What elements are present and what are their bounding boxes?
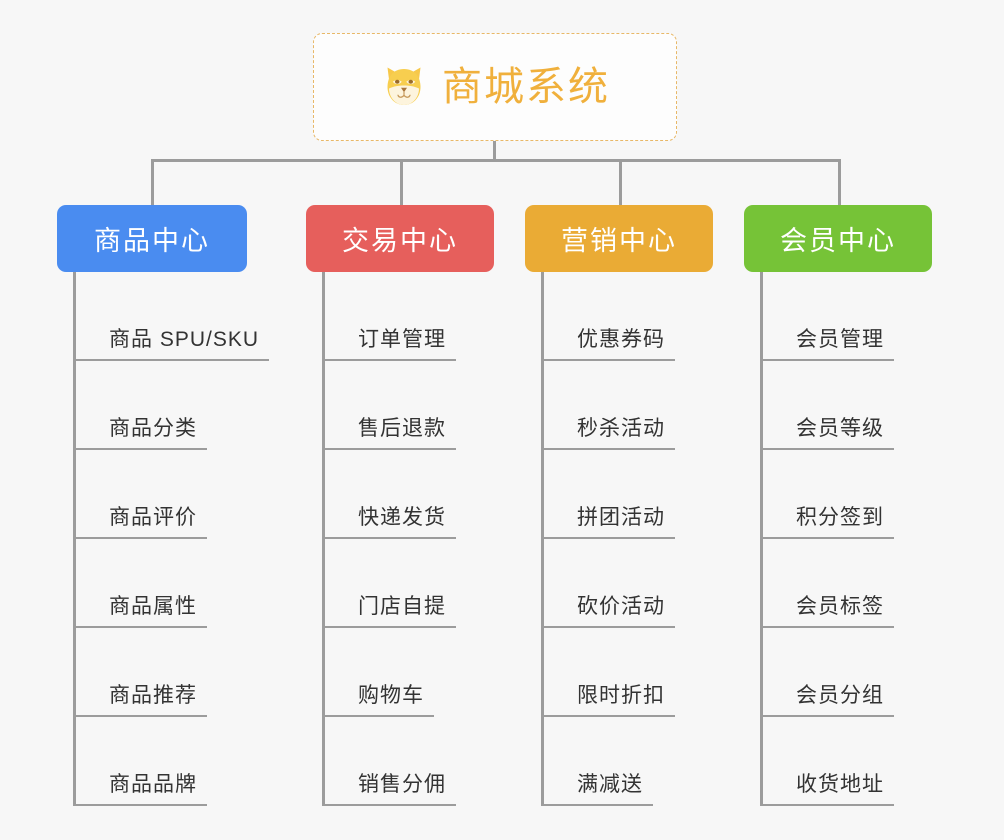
shiba-dog-face-icon <box>387 67 421 105</box>
category-label: 商品中心 <box>94 226 210 256</box>
category-label: 交易中心 <box>342 226 458 256</box>
list-item[interactable]: 会员等级 <box>763 361 934 450</box>
leaf-label: 会员等级 <box>763 416 894 450</box>
list-item[interactable]: 限时折扣 <box>544 628 715 717</box>
leaf-label: 收货地址 <box>763 772 894 806</box>
list-item[interactable]: 销售分佣 <box>325 717 496 806</box>
category-header-marketing[interactable]: 营销中心 <box>525 205 713 272</box>
list-item[interactable]: 售后退款 <box>325 361 496 450</box>
connector-drop-2 <box>400 159 403 206</box>
category-header-product[interactable]: 商品中心 <box>57 205 247 272</box>
category-header-trade[interactable]: 交易中心 <box>306 205 494 272</box>
leaf-label: 秒杀活动 <box>544 416 675 450</box>
connector-drop-1 <box>151 159 154 206</box>
list-item[interactable]: 商品品牌 <box>76 717 247 806</box>
list-item[interactable]: 购物车 <box>325 628 496 717</box>
list-item[interactable]: 商品 SPU/SKU <box>76 272 270 361</box>
connector-horizontal-bus <box>151 159 841 162</box>
connector-drop-3 <box>619 159 622 206</box>
leaf-label: 会员标签 <box>763 594 894 628</box>
list-item[interactable]: 商品推荐 <box>76 628 247 717</box>
list-item[interactable]: 砍价活动 <box>544 539 715 628</box>
leaf-label: 商品品牌 <box>76 772 207 806</box>
list-item[interactable]: 积分签到 <box>763 450 934 539</box>
category-label: 会员中心 <box>780 226 896 256</box>
list-item[interactable]: 会员标签 <box>763 539 934 628</box>
leaf-label: 销售分佣 <box>325 772 456 806</box>
connector-drop-4 <box>838 159 841 206</box>
list-item[interactable]: 商品属性 <box>76 539 247 628</box>
leaf-label: 优惠券码 <box>544 327 675 361</box>
list-item[interactable]: 优惠券码 <box>544 272 715 361</box>
category-column-trade: 交易中心 订单管理 售后退款 快递发货 门店自提 购物车 销售分佣 <box>306 205 496 806</box>
connector-root-stem <box>493 141 496 162</box>
leaf-label: 门店自提 <box>325 594 456 628</box>
list-item[interactable]: 会员分组 <box>763 628 934 717</box>
list-item[interactable]: 门店自提 <box>325 539 496 628</box>
leaf-label: 商品评价 <box>76 505 207 539</box>
category-children-member: 会员管理 会员等级 积分签到 会员标签 会员分组 收货地址 <box>760 272 934 806</box>
leaf-label: 拼团活动 <box>544 505 675 539</box>
list-item[interactable]: 收货地址 <box>763 717 934 806</box>
category-children-trade: 订单管理 售后退款 快递发货 门店自提 购物车 销售分佣 <box>322 272 496 806</box>
leaf-label: 积分签到 <box>763 505 894 539</box>
list-item[interactable]: 拼团活动 <box>544 450 715 539</box>
leaf-label: 购物车 <box>325 683 434 717</box>
leaf-label: 商品推荐 <box>76 683 207 717</box>
leaf-label: 商品 SPU/SKU <box>76 327 270 361</box>
leaf-label: 会员管理 <box>763 327 894 361</box>
category-column-product: 商品中心 商品 SPU/SKU 商品分类 商品评价 商品属性 商品推荐 商品品牌 <box>57 205 270 806</box>
leaf-label: 商品分类 <box>76 416 207 450</box>
category-children-marketing: 优惠券码 秒杀活动 拼团活动 砍价活动 限时折扣 满减送 <box>541 272 715 806</box>
leaf-label: 限时折扣 <box>544 683 675 717</box>
list-item[interactable]: 会员管理 <box>763 272 934 361</box>
list-item[interactable]: 快递发货 <box>325 450 496 539</box>
leaf-label: 售后退款 <box>325 416 456 450</box>
list-item[interactable]: 商品分类 <box>76 361 247 450</box>
category-header-member[interactable]: 会员中心 <box>744 205 932 272</box>
leaf-label: 商品属性 <box>76 594 207 628</box>
root-node[interactable]: 商城系统 <box>313 33 677 141</box>
category-column-marketing: 营销中心 优惠券码 秒杀活动 拼团活动 砍价活动 限时折扣 满减送 <box>525 205 715 806</box>
list-item[interactable]: 订单管理 <box>325 272 496 361</box>
root-title: 商城系统 <box>442 65 610 109</box>
leaf-label: 会员分组 <box>763 683 894 717</box>
category-label: 营销中心 <box>561 226 677 256</box>
list-item[interactable]: 满减送 <box>544 717 715 806</box>
leaf-label: 砍价活动 <box>544 594 675 628</box>
category-column-member: 会员中心 会员管理 会员等级 积分签到 会员标签 会员分组 收货地址 <box>744 205 934 806</box>
leaf-label: 快递发货 <box>325 505 456 539</box>
list-item[interactable]: 秒杀活动 <box>544 361 715 450</box>
category-children-product: 商品 SPU/SKU 商品分类 商品评价 商品属性 商品推荐 商品品牌 <box>73 272 270 806</box>
leaf-label: 满减送 <box>544 772 653 806</box>
list-item[interactable]: 商品评价 <box>76 450 247 539</box>
leaf-label: 订单管理 <box>325 327 456 361</box>
